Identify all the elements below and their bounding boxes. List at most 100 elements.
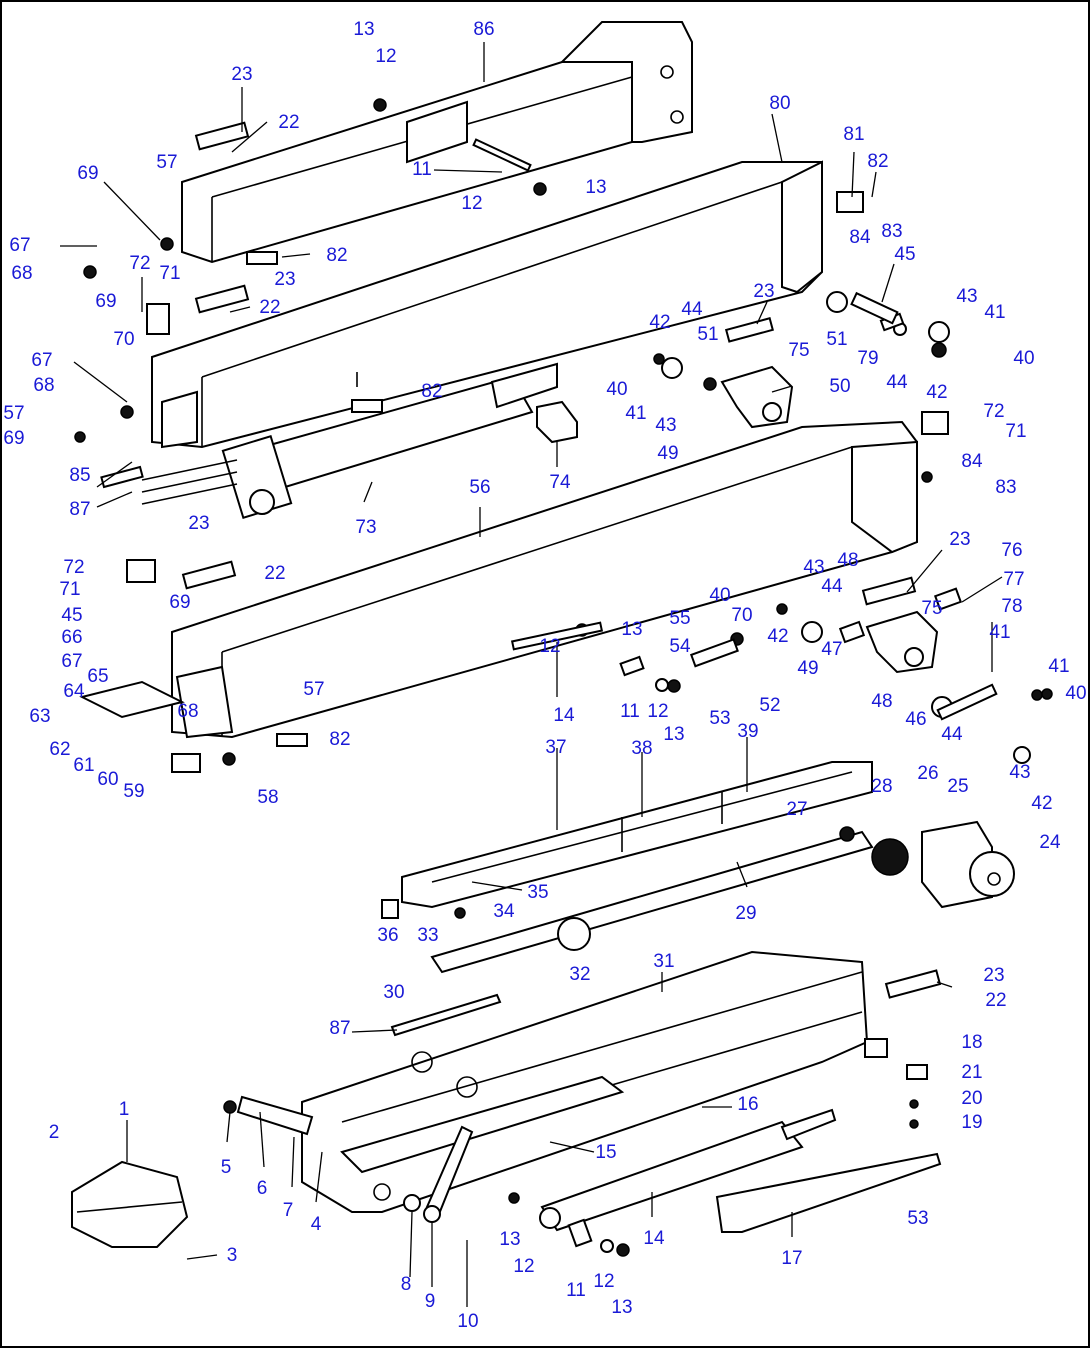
callout-64: 64 <box>63 681 85 702</box>
callout-21: 21 <box>961 1062 982 1083</box>
callout-73: 73 <box>355 517 376 538</box>
leader-lines <box>60 42 1003 1307</box>
part-73-cylinder <box>221 362 558 520</box>
callout-40: 40 <box>709 585 730 606</box>
callout-82: 82 <box>867 151 888 172</box>
part-9-link <box>423 1125 474 1223</box>
callout-70: 70 <box>731 605 752 626</box>
callout-11: 11 <box>620 701 640 722</box>
callout-84: 84 <box>849 227 871 248</box>
callout-12: 12 <box>647 701 668 722</box>
part-29-chain <box>430 830 874 974</box>
part-50-roller-bracket <box>720 365 794 429</box>
callout-41: 41 <box>1048 656 1069 677</box>
callout-69: 69 <box>95 291 116 312</box>
callout-20: 20 <box>961 1088 982 1109</box>
callout-13: 13 <box>621 619 642 640</box>
callout-78: 78 <box>1001 596 1022 617</box>
callout-57: 57 <box>303 679 324 700</box>
callout-22: 22 <box>264 563 285 584</box>
callout-57: 57 <box>156 152 177 173</box>
callout-16: 16 <box>737 1094 758 1115</box>
callout-72: 72 <box>983 401 1004 422</box>
callout-37: 37 <box>545 737 566 758</box>
callout-58: 58 <box>257 787 278 808</box>
callout-72: 72 <box>63 557 84 578</box>
callout-3: 3 <box>227 1245 238 1266</box>
callout-74: 74 <box>549 472 571 493</box>
callout-62: 62 <box>49 739 70 760</box>
part-31-base-frame <box>301 950 869 1213</box>
callout-22: 22 <box>259 297 280 318</box>
callout-43: 43 <box>803 557 824 578</box>
callout-11: 11 <box>566 1280 586 1301</box>
callout-80: 80 <box>769 93 790 114</box>
callout-49: 49 <box>657 443 678 464</box>
callout-5: 5 <box>221 1157 232 1178</box>
callout-4: 4 <box>311 1214 322 1235</box>
callout-18: 18 <box>961 1032 982 1053</box>
callout-70: 70 <box>113 329 134 350</box>
callout-45: 45 <box>894 244 915 265</box>
callout-31: 31 <box>653 951 674 972</box>
callout-68: 68 <box>33 375 54 396</box>
callout-67: 67 <box>61 651 82 672</box>
callout-52: 52 <box>759 695 780 716</box>
callout-7: 7 <box>283 1200 294 1221</box>
callout-77: 77 <box>1003 569 1024 590</box>
callout-87: 87 <box>69 499 90 520</box>
callout-56: 56 <box>469 477 490 498</box>
callout-67: 67 <box>9 235 30 256</box>
callout-40: 40 <box>1065 683 1086 704</box>
callout-8: 8 <box>401 1274 412 1295</box>
callout-44: 44 <box>886 372 908 393</box>
callout-63: 63 <box>29 706 50 727</box>
callout-13: 13 <box>353 19 374 40</box>
part-87-slider-strip <box>390 993 502 1037</box>
part-56-third-boom <box>79 420 918 739</box>
callout-46: 46 <box>905 709 926 730</box>
callout-14: 14 <box>553 705 575 726</box>
callout-47: 47 <box>821 639 842 660</box>
callout-44: 44 <box>821 576 843 597</box>
callout-68: 68 <box>177 701 198 722</box>
callout-27: 27 <box>786 799 807 820</box>
part-24-motor <box>921 820 1015 909</box>
callout-82: 82 <box>326 245 347 266</box>
callout-75: 75 <box>788 340 809 361</box>
callout-13: 13 <box>585 177 606 198</box>
callout-61: 61 <box>73 755 94 776</box>
callout-48: 48 <box>871 691 892 712</box>
callout-53: 53 <box>709 708 730 729</box>
callout-71: 71 <box>59 579 80 600</box>
callout-19: 19 <box>961 1112 982 1133</box>
callout-23: 23 <box>949 529 970 550</box>
callout-32: 32 <box>569 964 590 985</box>
callout-45: 45 <box>61 605 82 626</box>
part-80-second-boom <box>151 160 823 449</box>
callout-42: 42 <box>767 626 788 647</box>
callout-53: 53 <box>907 1208 928 1229</box>
part-47-roller-bracket <box>865 610 939 674</box>
callout-54: 54 <box>669 636 691 657</box>
callout-23: 23 <box>188 513 209 534</box>
callout-76: 76 <box>1001 540 1022 561</box>
callout-69: 69 <box>3 428 24 449</box>
callout-23: 23 <box>753 281 774 302</box>
part-87-rods <box>141 459 238 505</box>
part-32-idler <box>557 917 591 951</box>
callout-42: 42 <box>1031 793 1052 814</box>
callout-1: 1 <box>119 1099 130 1120</box>
callout-36: 36 <box>377 925 398 946</box>
callout-12: 12 <box>461 193 482 214</box>
callout-42: 42 <box>926 382 947 403</box>
callout-59: 59 <box>123 781 144 802</box>
callout-44: 44 <box>681 299 703 320</box>
callout-69: 69 <box>169 592 190 613</box>
callout-10: 10 <box>457 1311 478 1332</box>
callout-40: 40 <box>606 379 627 400</box>
callout-66: 66 <box>61 627 82 648</box>
